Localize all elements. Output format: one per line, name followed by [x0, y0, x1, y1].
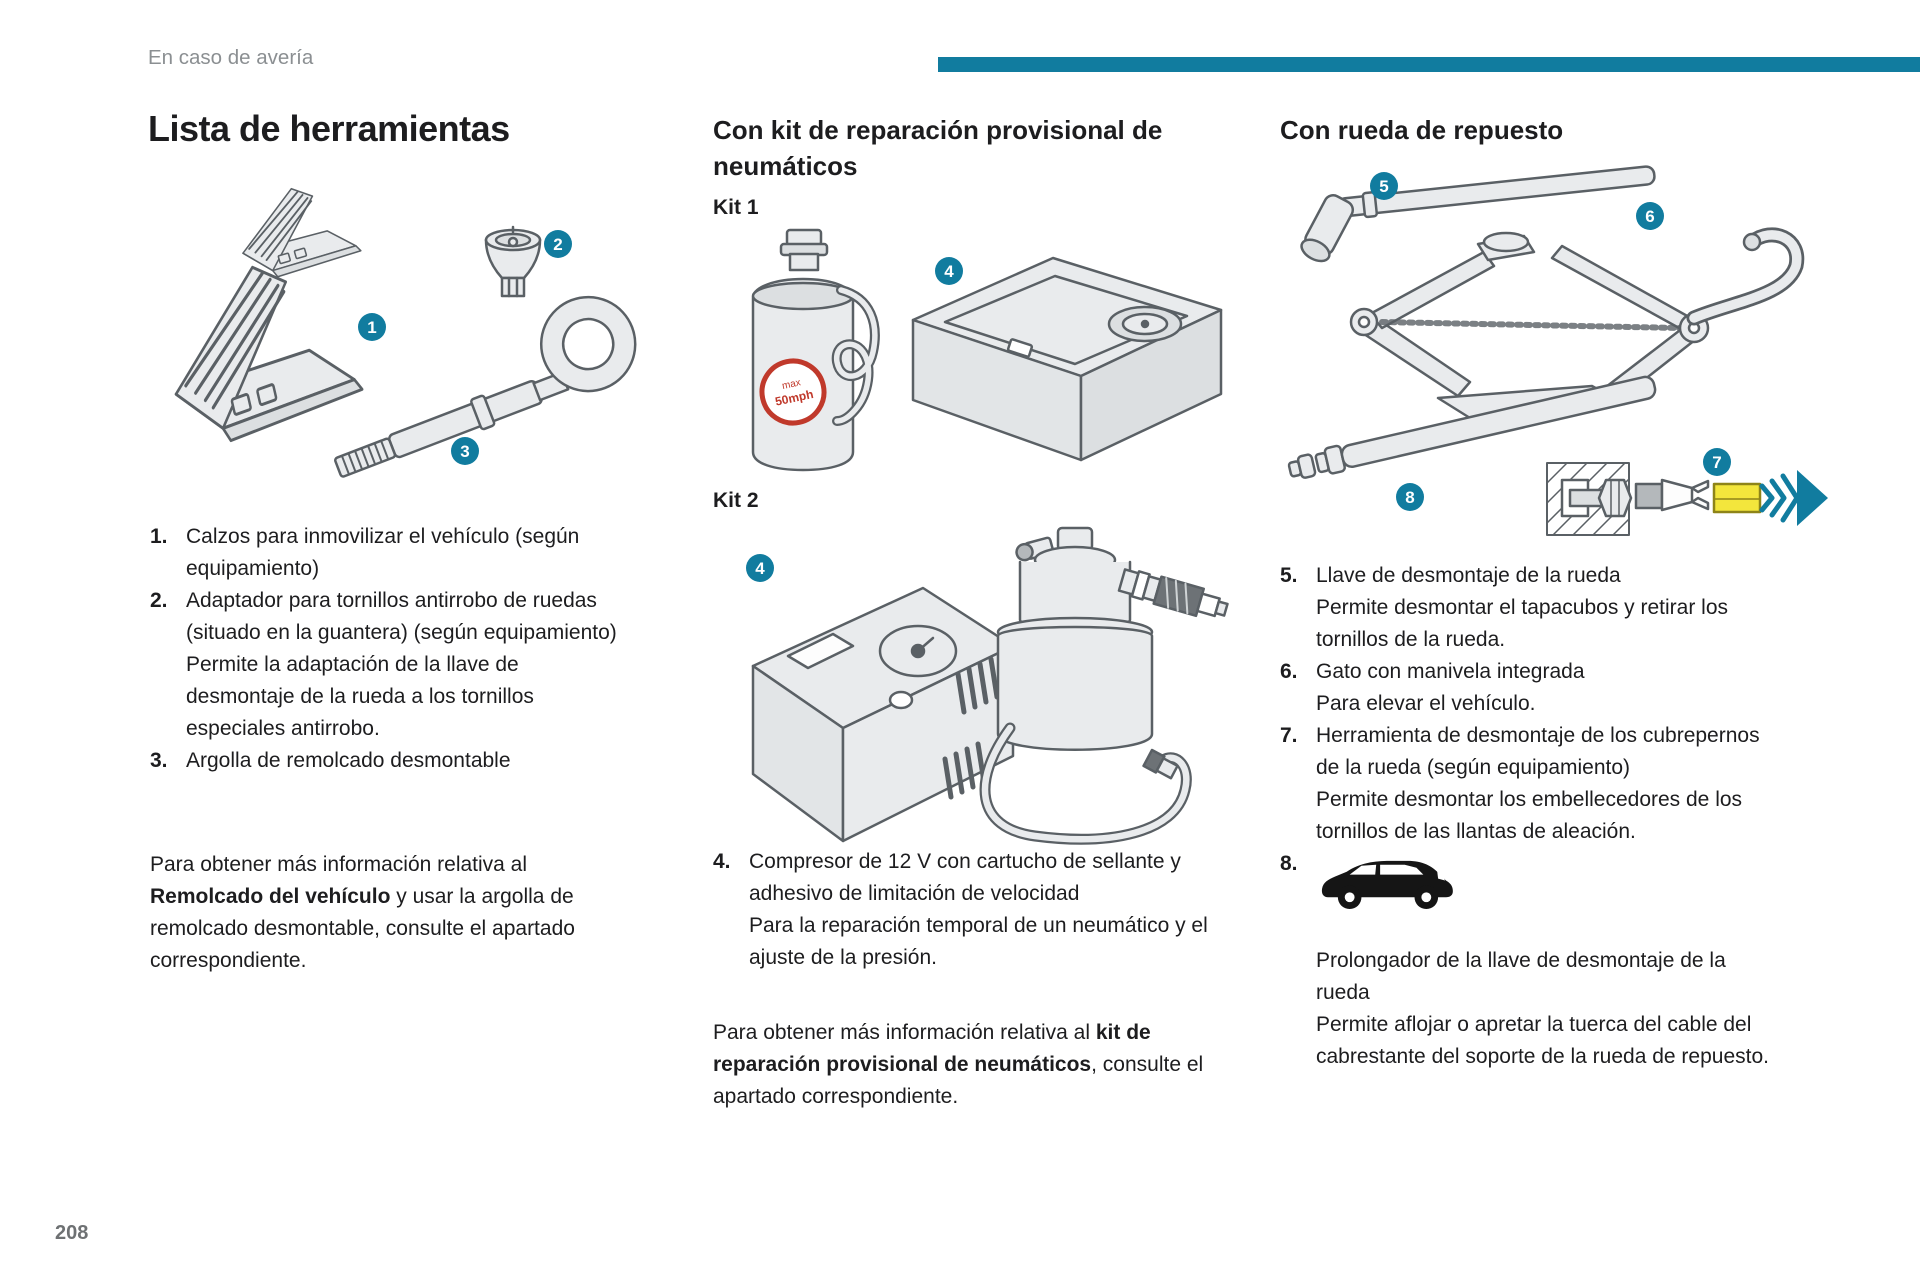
list-item-number: 2. — [150, 589, 168, 612]
list-item-text: Compresor de 12 V con cartucho de sellan… — [749, 850, 1181, 905]
figure-badge-2: 2 — [544, 230, 572, 258]
figure-badge-4: 4 — [935, 257, 963, 285]
list-item-text: Prolongador de la llave de desmontaje de… — [1316, 949, 1726, 1004]
tools-list: 1. Calzos para inmovilizar el vehículo (… — [150, 521, 625, 777]
spare-wheel-list: 5. Llave de desmontaje de la rueda Permi… — [1280, 560, 1785, 1073]
list-item: 4. Compresor de 12 V con cartucho de sel… — [713, 846, 1213, 974]
note-text: , consulte el apartado correspondiente. — [713, 1053, 1204, 1108]
spare-wheel-title: Con rueda de repuesto — [1280, 115, 1564, 145]
tools-note: Para obtener más información relativa al… — [150, 849, 622, 977]
cap-removal-tool-icon — [1546, 462, 1828, 536]
list-item-text: Calzos para inmovilizar el vehículo (seg… — [186, 525, 580, 580]
repair-kit-list: 4. Compresor de 12 V con cartucho de sel… — [713, 846, 1213, 974]
kit2-illustration — [751, 526, 1229, 845]
figure-badge-3: 3 — [451, 437, 479, 465]
list-item: 5. Llave de desmontaje de la rueda Permi… — [1280, 560, 1785, 656]
list-item-number: 3. — [150, 749, 168, 772]
figure-badge-4: 4 — [746, 554, 774, 582]
note-bold-text: Remolcado del vehículo — [150, 885, 391, 908]
wheel-brace-icon — [1300, 165, 1656, 263]
extension-rod-icon — [1287, 375, 1657, 479]
list-item-text: Argolla de remolcado desmontable — [186, 749, 511, 772]
repair-kit-title: Con kit de reparación provisional de neu… — [713, 115, 1163, 181]
speed-limit-label: max 50mph — [759, 358, 827, 426]
list-item-desc: Para elevar el vehículo. — [1316, 692, 1536, 715]
sealant-bottle-icon: max 50mph — [751, 228, 880, 472]
towing-eye-icon — [334, 295, 637, 478]
bolt-adapter-icon — [484, 225, 542, 298]
list-item-desc: Permite la adaptación de la llave de des… — [186, 653, 534, 740]
list-item-text: Adaptador para tornillos antirrobo de ru… — [186, 589, 617, 644]
list-item-desc: Permite desmontar los embellecedores de … — [1316, 788, 1743, 843]
figure-badge-5: 5 — [1370, 172, 1398, 200]
direction-arrow-icon — [1759, 470, 1828, 526]
page-title: Lista de herramientas — [148, 108, 510, 149]
figure-badge-7: 7 — [1703, 448, 1731, 476]
spare-wheel-illustration — [1287, 165, 1828, 536]
list-item-number: 5. — [1280, 564, 1298, 587]
list-item: 6. Gato con manivela integrada Para elev… — [1280, 656, 1785, 720]
wheel-chock-icon — [242, 187, 362, 278]
list-item-desc: Para la reparación temporal de un neumát… — [749, 914, 1208, 969]
tools-illustration — [174, 187, 637, 478]
list-item-text: Gato con manivela integrada — [1316, 660, 1585, 683]
repair-kit-note: Para obtener más información relativa al… — [713, 1017, 1218, 1113]
kit2-label: Kit 2 — [713, 489, 759, 512]
yellow-adapter-icon — [1712, 482, 1762, 514]
kit2-figure: 4 — [713, 516, 1243, 856]
note-text: Para obtener más información relativa al — [150, 853, 528, 876]
wheel-chock-icon — [174, 265, 364, 443]
list-item-desc: Permite desmontar el tapacubos y retirar… — [1316, 596, 1729, 651]
figure-badge-1: 1 — [358, 313, 386, 341]
note-text: y usar la argolla de remolcado desmontab… — [150, 885, 575, 972]
sealant-canister-icon — [979, 526, 1229, 845]
list-item-number: 8. — [1280, 852, 1298, 875]
figure-badge-8: 8 — [1396, 483, 1424, 511]
list-item-number: 6. — [1280, 660, 1298, 683]
list-item: 1. Calzos para inmovilizar el vehículo (… — [150, 521, 625, 585]
kit1-illustration: max 50mph — [751, 228, 1223, 472]
list-item-desc: Permite aflojar o apretar la tuerca del … — [1316, 1013, 1769, 1068]
list-item: 2. Adaptador para tornillos antirrobo de… — [150, 585, 625, 745]
list-item-number: 4. — [713, 850, 731, 873]
nozzle-icon — [1117, 568, 1229, 618]
label-text-max: max — [781, 377, 802, 392]
kit1-label: Kit 1 — [713, 196, 759, 219]
list-item-number: 1. — [150, 525, 168, 548]
compressor-case-icon — [911, 256, 1223, 462]
spare-wheel-figure: 5 6 7 8 — [1270, 150, 1830, 570]
list-item-text: Llave de desmontaje de la rueda — [1316, 564, 1621, 587]
section-header: En caso de avería — [148, 46, 314, 69]
list-item: 7. Herramienta de desmontaje de los cubr… — [1280, 720, 1785, 848]
list-item: 8. Prolongador de la llave de desmontaje… — [1280, 848, 1785, 1073]
list-item-text: Herramienta de desmontaje de los cubrepe… — [1316, 724, 1760, 779]
note-bold-text: kit de reparación provisional de neumáti… — [713, 1021, 1151, 1076]
accent-bar — [938, 57, 1920, 72]
compressor-box-icon — [751, 586, 1015, 843]
figure-badge-6: 6 — [1636, 202, 1664, 230]
list-item-number: 7. — [1280, 724, 1298, 747]
note-text: Para obtener más información relativa al — [713, 1021, 1096, 1044]
list-item: 3. Argolla de remolcado desmontable — [150, 745, 625, 777]
page-number: 208 — [55, 1222, 89, 1244]
car-icon — [1321, 860, 1453, 910]
kit1-figure: max 50mph 4 — [713, 224, 1243, 492]
jack-icon — [1349, 227, 1805, 420]
tools-figure: 1 2 3 — [150, 168, 670, 486]
